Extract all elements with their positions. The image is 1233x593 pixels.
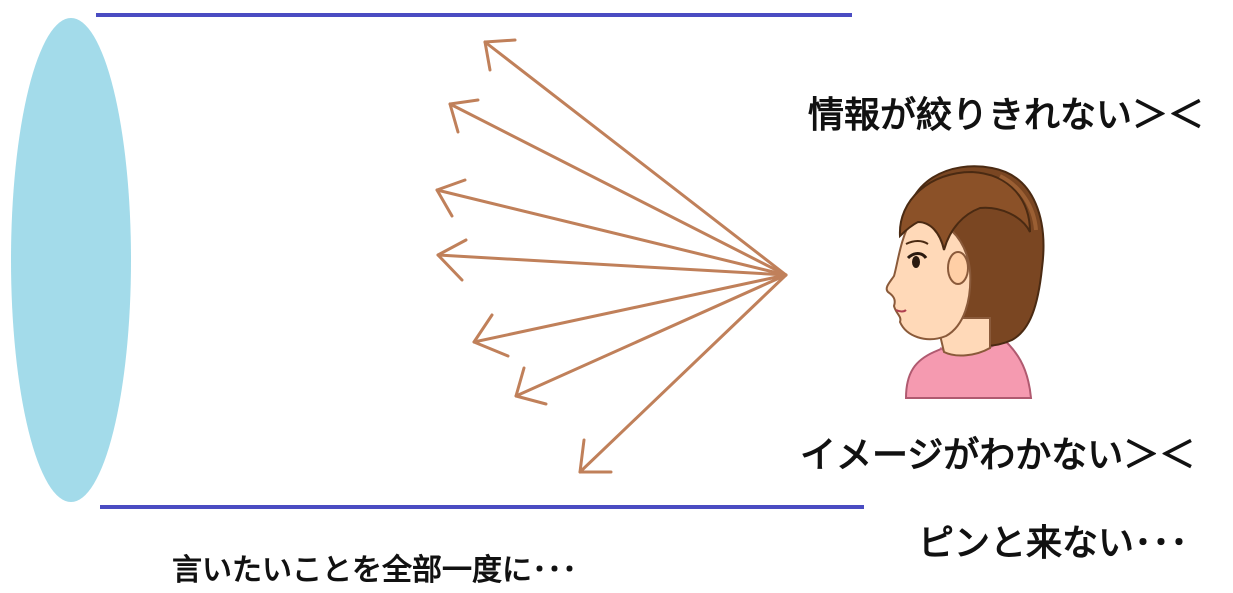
woman-profile-icon <box>885 165 1045 399</box>
say-everything-label: 言いたいことを全部一度に･･･ <box>172 553 577 588</box>
no-image-label: イメージがわかない＞＜ <box>800 435 1196 476</box>
info-overload-label: 情報が絞りきれない＞＜ <box>808 95 1205 136</box>
arrow-1 <box>483 38 788 277</box>
arrow-5 <box>472 273 788 358</box>
arrow-4 <box>436 238 788 282</box>
not-clicking-label: ピンと来ない･･･ <box>918 523 1189 564</box>
arrow-6 <box>514 273 788 406</box>
arrow-3 <box>435 178 788 277</box>
arrow-2 <box>448 98 788 277</box>
lens-ellipse <box>11 18 131 502</box>
arrow-7 <box>578 273 788 474</box>
